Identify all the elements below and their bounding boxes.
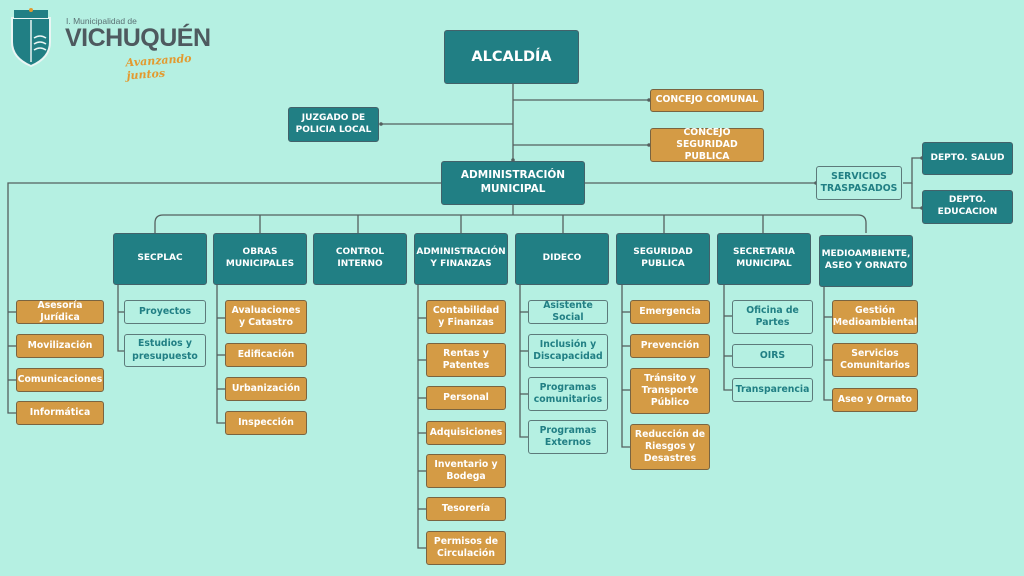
node-juzgado-policia-local[interactable]: JUZGADO DE POLICIA LOCAL	[288, 107, 379, 142]
unit-inspeccion[interactable]: Inspección	[225, 411, 307, 435]
node-depto-educacion[interactable]: DEPTO. EDUCACION	[922, 190, 1013, 224]
node-depto-salud[interactable]: DEPTO. SALUD	[922, 142, 1013, 175]
logo-title: VICHUQUÉN	[65, 24, 211, 52]
dept-seguridad-publica[interactable]: SEGURIDAD PUBLICA	[616, 233, 710, 285]
dept-dideco[interactable]: DIDECO	[515, 233, 609, 285]
unit-inclusion-discapacidad[interactable]: Inclusión y Discapacidad	[528, 334, 608, 368]
unit-oirs[interactable]: OIRS	[732, 344, 813, 368]
dept-secretaria-municipal[interactable]: SECRETARIA MUNICIPAL	[717, 233, 811, 285]
unit-transparencia[interactable]: Transparencia	[732, 378, 813, 402]
unit-asistente-social[interactable]: Asistente Social	[528, 300, 608, 324]
unit-permisos-circulacion[interactable]: Permisos de Circulación	[426, 531, 506, 565]
municipal-coat-of-arms-icon	[11, 8, 51, 68]
unit-prevencion[interactable]: Prevención	[630, 334, 710, 358]
unit-servicios-comunitarios[interactable]: Servicios Comunitarios	[832, 343, 918, 377]
unit-adquisiciones[interactable]: Adquisiciones	[426, 421, 506, 445]
unit-gestion-medioambiental[interactable]: Gestión Medioambiental	[832, 300, 918, 334]
dept-medioambiente-aseo-ornato[interactable]: MEDIOAMBIENTE, ASEO Y ORNATO	[819, 235, 913, 287]
dept-obras-municipales[interactable]: OBRAS MUNICIPALES	[213, 233, 307, 285]
unit-aseo-ornato[interactable]: Aseo y Ornato	[832, 388, 918, 412]
unit-reduccion-riesgos-desastres[interactable]: Reducción de Riesgos y Desastres	[630, 424, 710, 470]
dept-secplac[interactable]: SECPLAC	[113, 233, 207, 285]
logo-subtitle: I. Municipalidad de	[66, 16, 137, 26]
unit-programas-externos[interactable]: Programas Externos	[528, 420, 608, 454]
node-servicios-traspasados[interactable]: SERVICIOS TRASPASADOS	[816, 166, 902, 200]
unit-contabilidad-finanzas[interactable]: Contabilidad y Finanzas	[426, 300, 506, 334]
unit-estudios-presupuesto[interactable]: Estudios y presupuesto	[124, 334, 206, 367]
unit-personal[interactable]: Personal	[426, 386, 506, 410]
dept-control-interno[interactable]: CONTROL INTERNO	[313, 233, 407, 285]
unit-oficina-partes[interactable]: Oficina de Partes	[732, 300, 813, 334]
unit-transito-transporte-publico[interactable]: Tránsito y Transporte Público	[630, 368, 710, 414]
unit-tesoreria[interactable]: Tesorería	[426, 497, 506, 521]
node-informatica[interactable]: Informática	[16, 401, 104, 425]
unit-emergencia[interactable]: Emergencia	[630, 300, 710, 324]
unit-urbanizacion[interactable]: Urbanización	[225, 377, 307, 401]
unit-rentas-patentes[interactable]: Rentas y Patentes	[426, 343, 506, 377]
municipality-logo: I. Municipalidad de VICHUQUÉN Avanzando …	[8, 6, 223, 82]
unit-proyectos[interactable]: Proyectos	[124, 300, 206, 324]
unit-inventario-bodega[interactable]: Inventario y Bodega	[426, 454, 506, 488]
node-asesoria-juridica[interactable]: Asesoría Jurídica	[16, 300, 104, 324]
node-concejo-comunal[interactable]: CONCEJO COMUNAL	[650, 89, 764, 112]
unit-avaluaciones-catastro[interactable]: Avaluaciones y Catastro	[225, 300, 307, 334]
dept-administracion-finanzas[interactable]: ADMINISTRACIÓN Y FINANZAS	[414, 233, 508, 285]
unit-edificacion[interactable]: Edificación	[225, 343, 307, 367]
node-comunicaciones[interactable]: Comunicaciones	[16, 368, 104, 392]
node-administracion-municipal[interactable]: ADMINISTRACIÓN MUNICIPAL	[441, 161, 585, 205]
node-alcaldia[interactable]: ALCALDÍA	[444, 30, 579, 84]
node-movilizacion[interactable]: Movilización	[16, 334, 104, 358]
unit-programas-comunitarios[interactable]: Programas comunitarios	[528, 377, 608, 411]
node-concejo-seguridad-publica[interactable]: CONCEJO SEGURIDAD PUBLICA	[650, 127, 764, 162]
